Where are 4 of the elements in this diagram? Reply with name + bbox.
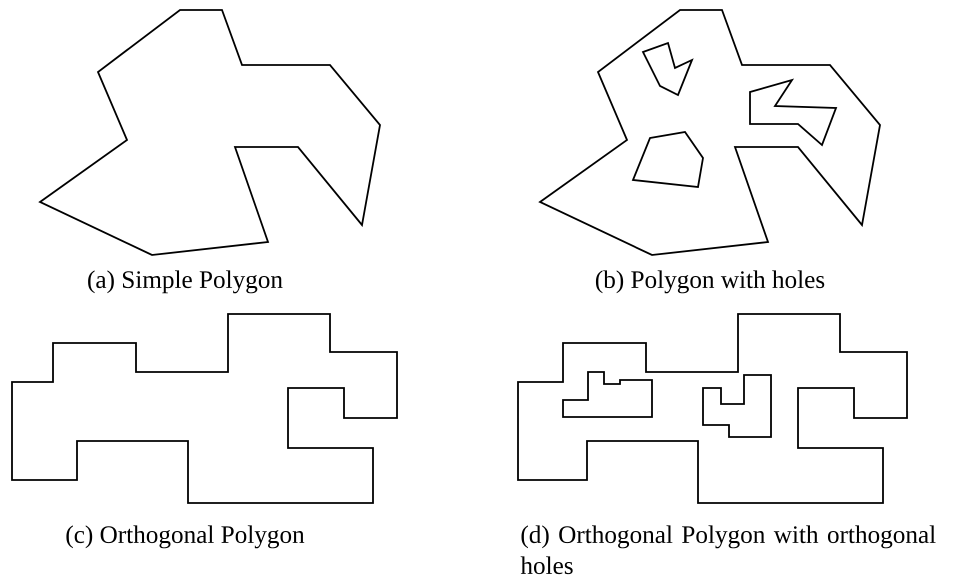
caption: (a) Simple Polygon — [88, 270, 283, 294]
caption: (d) Orthogonal Polygon with orthogonal holes — [520, 525, 936, 574]
caption: (c) Orthogonal Polygon — [66, 525, 304, 548]
caption: (b) Polygon with holes — [596, 270, 824, 294]
